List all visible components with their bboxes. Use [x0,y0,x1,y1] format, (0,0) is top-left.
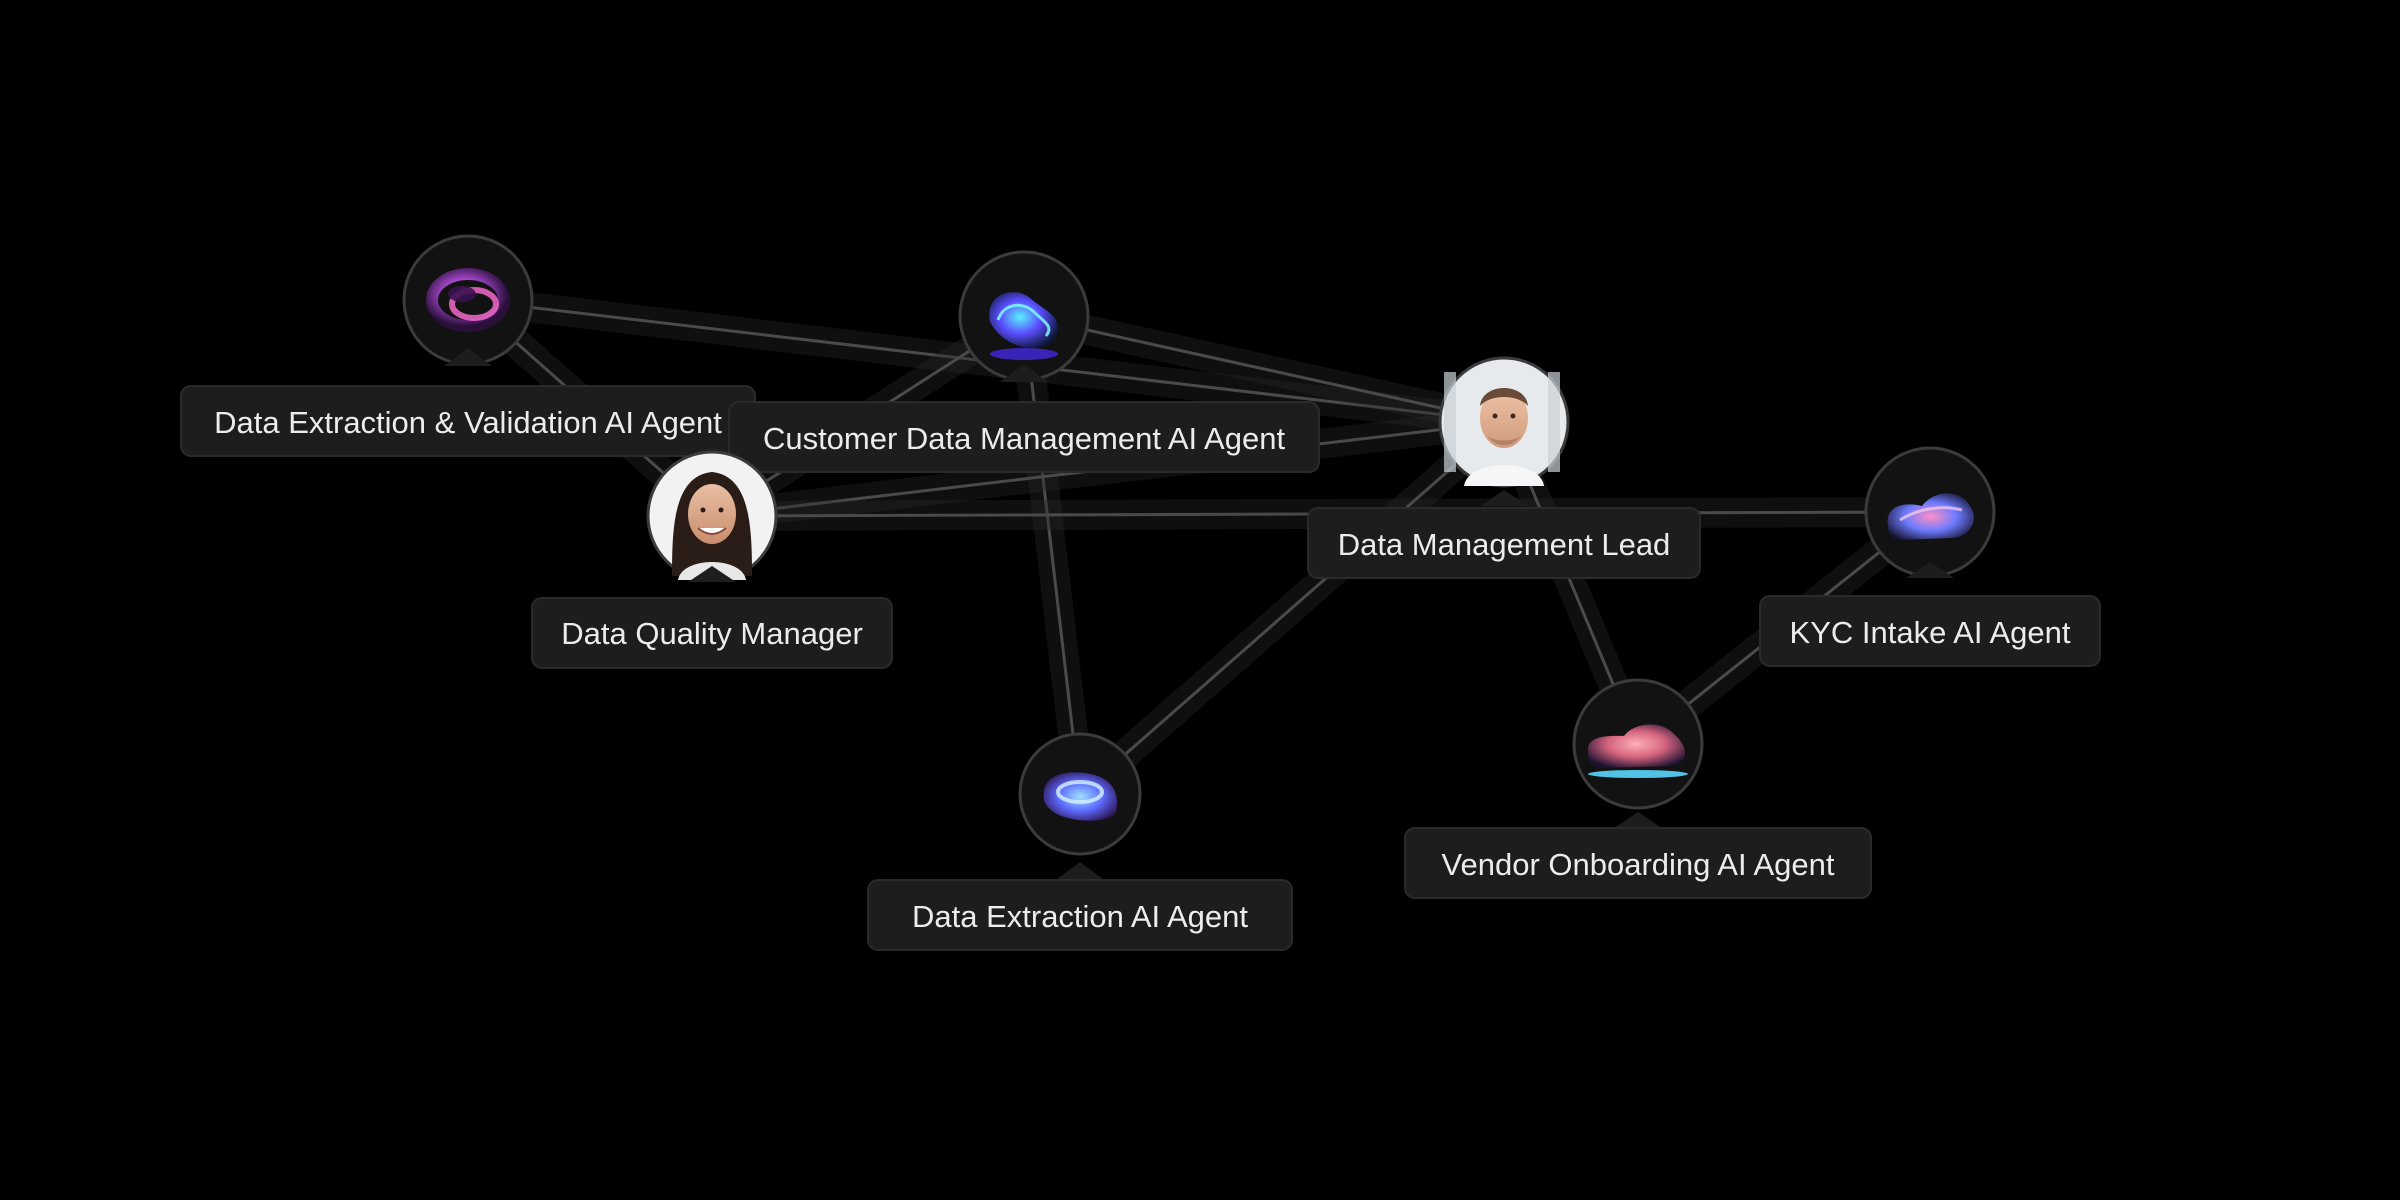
knot-blob-icon [426,268,510,332]
node-quality-manager[interactable]: Data Quality Manager [531,450,893,669]
cloud-blob-icon [1887,493,1974,540]
node-vendor-onboarding[interactable]: Vendor Onboarding AI Agent [1404,678,1872,899]
ring-blob-icon [1043,772,1118,821]
edge-management-lead-data-extraction [1078,420,1506,796]
wave-blob-icon [989,292,1058,360]
node-label: Data Extraction AI Agent [912,899,1248,934]
woman-avatar-icon [672,472,752,580]
node-label: Data Extraction & Validation AI Agent [214,405,722,440]
node-label: Vendor Onboarding AI Agent [1442,847,1835,882]
node-label: KYC Intake AI Agent [1790,615,2071,650]
node-label: Customer Data Management AI Agent [763,421,1286,456]
edge-customer-data-management-lead [1022,314,1506,424]
man-avatar-icon [1444,372,1560,486]
node-extract-validate[interactable]: Data Extraction & Validation AI Agent [180,234,756,457]
node-data-extraction[interactable]: Data Extraction AI Agent [867,732,1293,951]
node-label: Data Management Lead [1338,527,1671,562]
pillow-blob-icon [1587,724,1688,778]
node-customer-data[interactable]: Customer Data Management AI Agent [728,250,1320,473]
edge-customer-data-data-extraction [1022,314,1082,796]
node-management-lead[interactable]: Data Management Lead [1307,356,1701,579]
node-label: Data Quality Manager [561,616,863,651]
node-kyc-intake[interactable]: KYC Intake AI Agent [1759,446,2101,667]
